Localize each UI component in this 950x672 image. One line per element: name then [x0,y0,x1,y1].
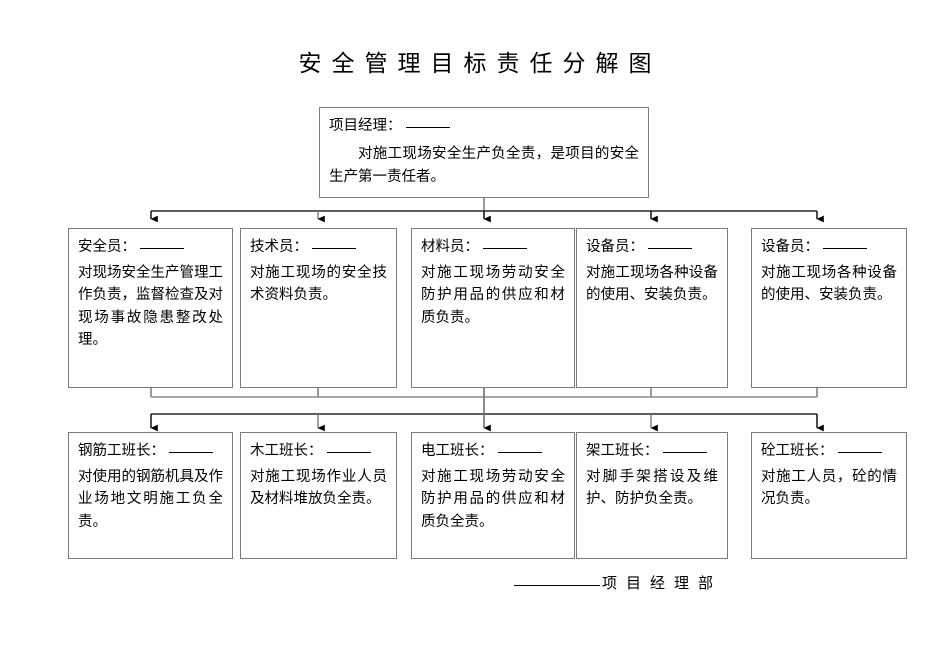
node-body: 对施工现场劳动安全防护用品的供应和材质负全责。 [421,469,565,530]
node-title-label: 材料员： [421,239,479,255]
node-body: 对使用的钢筋机具及作业场地文明施工负全责。 [78,469,223,530]
node-technician[interactable]: 技术员： 对施工现场的安全技术资料负责。 [240,228,397,388]
node-body: 对现场安全生产管理工作负责，监督检查及对现场事故隐患整改处理。 [78,265,223,349]
node-scaffolder-foreman[interactable]: 架工班长： 对脚手架搭设及维护、防护负全责。 [576,432,728,559]
node-title-label: 电工班长： [421,443,494,459]
node-body: 对施工现场各种设备的使用、安装负责。 [586,265,718,304]
node-title-label: 设备员： [586,239,644,255]
fill-in-blank[interactable] [140,248,184,249]
node-body: 对施工现场各种设备的使用、安装负责。 [761,265,897,304]
node-title-label: 安全员： [78,239,136,255]
node-body: 对施工现场劳动安全防护用品的供应和材质负责。 [421,265,565,326]
node-title: 电工班长： [421,441,565,462]
node-title: 架工班长： [586,441,718,462]
node-title-label: 钢筋工班长： [78,443,165,459]
node-carpenter-foreman[interactable]: 木工班长： 对施工现场作业人员及材料堆放负全责。 [240,432,397,559]
node-title: 设备员： [761,237,897,258]
fill-in-blank[interactable] [169,452,213,453]
node-rebar-foreman[interactable]: 钢筋工班长： 对使用的钢筋机具及作业场地文明施工负全责。 [68,432,233,559]
node-body: 对施工现场安全生产负全责，是项目的安全生产第一责任者。 [329,146,639,186]
fill-in-blank[interactable] [837,452,882,453]
node-title-label: 设备员： [761,239,819,255]
node-title: 技术员： [250,237,387,258]
node-title-label: 砼工班长： [761,443,834,459]
node-title-label: 木工班长： [250,443,323,459]
node-title-label: 技术员： [250,239,308,255]
page-title: 安全管理目标责任分解图 [298,51,662,77]
node-electrician-foreman[interactable]: 电工班长： 对施工现场劳动安全防护用品的供应和材质负全责。 [411,432,575,559]
node-title: 钢筋工班长： [78,441,223,462]
node-material-clerk[interactable]: 材料员： 对施工现场劳动安全防护用品的供应和材质负责。 [411,228,575,388]
node-concrete-foreman[interactable]: 砼工班长： 对施工人员，砼的情况负责。 [751,432,907,559]
footer-label: 项目经理部 [602,575,723,592]
node-title: 木工班长： [250,441,387,462]
fill-in-blank[interactable] [405,127,450,128]
fill-in-blank[interactable] [483,248,527,249]
node-title-label: 架工班长： [586,443,659,459]
fill-in-blank[interactable] [648,248,692,249]
node-title: 安全员： [78,237,223,258]
node-title: 项目经理： [329,116,639,137]
node-project-manager[interactable]: 项目经理： 对施工现场安全生产负全责，是项目的安全生产第一责任者。 [319,107,649,198]
node-body: 对施工现场作业人员及材料堆放负全责。 [250,469,387,508]
node-title: 设备员： [586,237,718,258]
node-title-label: 项目经理： [329,118,402,134]
signature-blank[interactable] [514,585,600,586]
fill-in-blank[interactable] [662,452,707,453]
fill-in-blank[interactable] [823,248,867,249]
node-equipment-officer-2[interactable]: 设备员： 对施工现场各种设备的使用、安装负责。 [751,228,907,388]
node-title: 材料员： [421,237,565,258]
node-title: 砼工班长： [761,441,897,462]
node-safety-officer[interactable]: 安全员： 对现场安全生产管理工作负责，监督检查及对现场事故隐患整改处理。 [68,228,233,388]
fill-in-blank[interactable] [312,248,356,249]
node-body: 对施工现场的安全技术资料负责。 [250,265,387,304]
footer-signature: 项目经理部 [514,572,722,593]
fill-in-blank[interactable] [497,452,542,453]
node-body: 对施工人员，砼的情况负责。 [761,469,897,508]
node-equipment-officer-1[interactable]: 设备员： 对施工现场各种设备的使用、安装负责。 [576,228,728,388]
fill-in-blank[interactable] [326,452,371,453]
node-body: 对脚手架搭设及维护、防护负全责。 [586,469,718,508]
